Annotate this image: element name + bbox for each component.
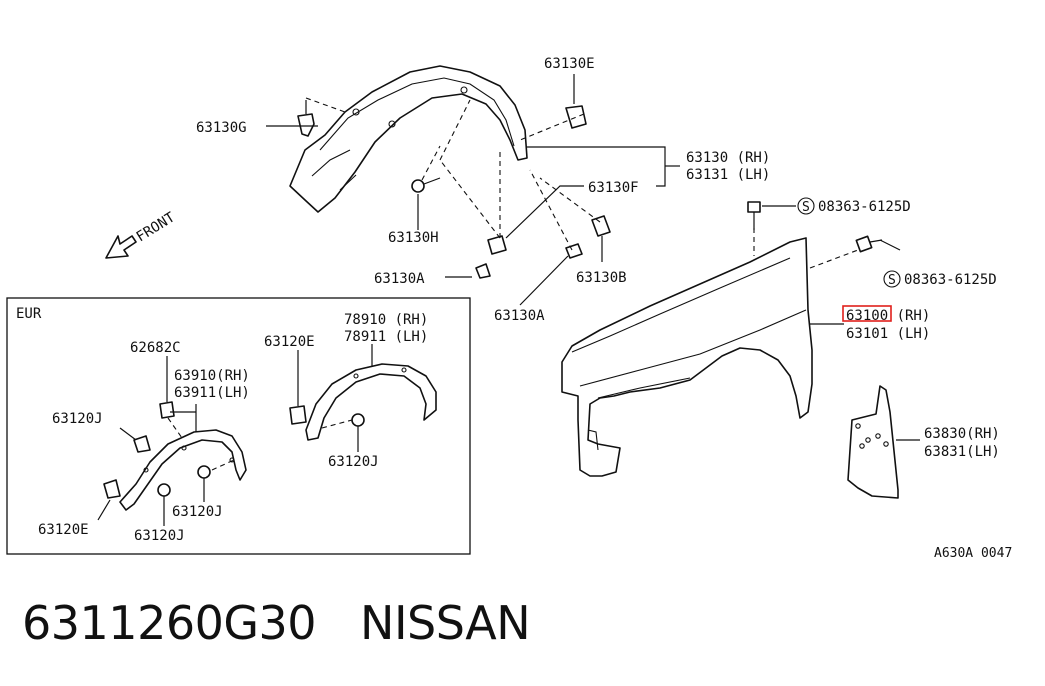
label-63130B: 63130B [576,270,627,286]
label-63120J-bottom: 63120J [134,528,185,544]
diagram-code: A630A 0047 [934,546,1012,561]
label-63130H: 63130H [388,230,439,246]
bolt-08363-top-part [747,201,761,230]
footer-caption: 6311260G30 NISSAN [22,596,574,650]
footer-brand: NISSAN [360,596,531,650]
label-63130F: 63130F [588,180,639,196]
label-63100-rh: 63100 (RH) [846,308,930,324]
screw-symbol-icon: S [883,270,901,288]
label-63101-lh: 63101 (LH) [846,326,930,342]
front-flare-63910-part [119,429,247,511]
part-highlight-box [842,305,892,322]
front-label: FRONT [134,209,179,245]
clip-63130G-part [297,100,315,137]
label-63911-lh: 63911(LH) [174,385,250,401]
fender-liner-part [289,65,528,213]
label-78911-lh: 78911 (LH) [344,329,428,345]
label-63120J-mid: 63120J [172,504,223,520]
label-63120J-right: 63120J [328,454,379,470]
label-63120E-right: 63120E [264,334,315,350]
label-63130E: 63130E [544,56,595,72]
screw-63130H-part [411,177,441,193]
clip-63130A-part [475,235,583,279]
label-78910-rh: 78910 (RH) [344,312,428,328]
clip-62682C-part [159,401,175,419]
label-08363-6125D-top: 08363-6125D [818,199,911,215]
label-63120J-left: 63120J [52,411,103,427]
rear-flare-78910-part [305,363,437,441]
label-08363-6125D-side: 08363-6125D [904,272,997,288]
label-63130G: 63130G [196,120,247,136]
clip-63120E-part [103,405,307,499]
label-62682C: 62682C [130,340,181,356]
front-arrow-icon [105,235,137,259]
label-63831-lh: 63831(LH) [924,444,1000,460]
clip-63130E-part [565,105,587,129]
bolt-08363-side-part [855,235,883,253]
label-63830-rh: 63830(RH) [924,426,1000,442]
label-63120E-left: 63120E [38,522,89,538]
eur-label: EUR [16,306,42,322]
mud-flap-part [847,385,899,499]
clip-63130B-part [591,215,611,237]
svg-text:S: S [888,273,896,288]
svg-text:S: S [802,200,810,215]
label-63131-lh: 63131 (LH) [686,167,770,183]
label-63130A-bottom: 63130A [494,308,545,324]
label-63130-rh: 63130 (RH) [686,150,770,166]
front-fender-part [561,237,813,477]
screw-symbol-icon: S [797,197,815,215]
label-63910-rh: 63910(RH) [174,368,250,384]
label-63130A-left: 63130A [374,271,425,287]
eur-inset-box [6,297,471,555]
footer-part-number: 6311260G30 [22,596,317,650]
